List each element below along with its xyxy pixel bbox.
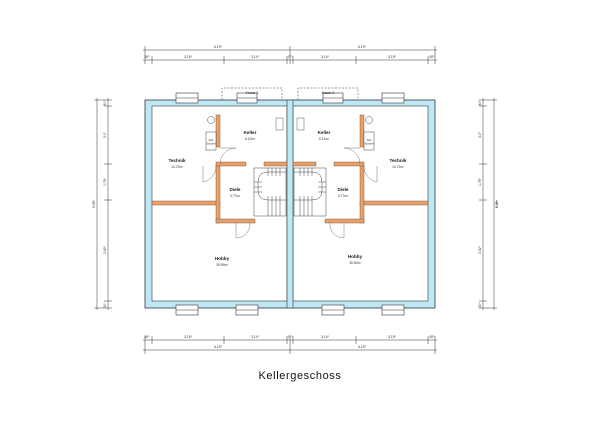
right-dimension-chain <box>479 98 497 310</box>
drawing-title: Kellergeschoss <box>258 370 342 382</box>
room-diele-1-name: Diele <box>230 187 241 192</box>
top-dimension-chain <box>143 46 437 64</box>
bottom-dim-total-1: 6.19⁵ <box>214 345 223 349</box>
wa-sockel-label-1-line-2: Sockel <box>206 142 215 146</box>
room-hobby-2-name: Hobby <box>348 254 363 259</box>
left-dim-part-5: 30⁵ <box>103 302 107 308</box>
staircase-house-2 <box>293 167 327 217</box>
top-dim-part-1: 30⁵ <box>144 55 150 59</box>
room-keller-2-name: Keller <box>318 130 331 135</box>
room-technik-2-area: 14.72m² <box>392 165 404 169</box>
bottom-dim-part-5: 3.14⁵ <box>321 335 330 339</box>
right-dim-part-5: 30⁵ <box>478 302 482 308</box>
power-box-icons <box>275 117 305 131</box>
right-dim-part-3: 1.76⁵ <box>478 177 482 186</box>
right-dim-part-4: 3.62⁵ <box>478 245 482 254</box>
boiler-2-icon <box>365 116 373 124</box>
wa-sockel-label-2-line-2: Sockel <box>364 142 373 146</box>
house-1-label: Haus 1 <box>246 90 259 95</box>
bottom-dim-part-6: 3.15⁵ <box>388 335 397 339</box>
bottom-dim-part-2: 3.15⁵ <box>184 335 193 339</box>
bottom-dim-part-7: 30⁵ <box>429 335 435 339</box>
room-hobby-1-area: 35.90m² <box>216 263 228 267</box>
left-dim-part-3: 1.76⁵ <box>103 177 107 186</box>
windows <box>175 92 405 316</box>
left-dim-part-4: 3.62⁵ <box>103 245 107 254</box>
door-swings <box>202 147 378 239</box>
bottom-dimension-chain <box>143 336 437 354</box>
top-dim-total-1: 6.19⁵ <box>214 45 223 49</box>
right-dim-total: 9.99⁵ <box>495 200 499 209</box>
top-dim-part-2: 3.15⁵ <box>184 55 193 59</box>
wa-sockel-1 <box>205 131 217 151</box>
interior-walls <box>151 114 429 224</box>
room-keller-1-area: 8.12m² <box>245 137 255 141</box>
technik-fixtures <box>205 116 375 151</box>
room-technik-2-name: Technik <box>389 158 406 163</box>
bottom-dim-part-4: 17⁵ <box>287 335 293 339</box>
right-dim-part-1: 30⁵ <box>478 100 482 106</box>
boiler-1-icon <box>207 116 215 124</box>
right-dim-part-2: 3.1⁰ <box>478 131 482 138</box>
room-hobby-1-name: Hobby <box>215 256 230 261</box>
left-dim-part-1: 30⁵ <box>103 100 107 106</box>
left-dim-part-2: 3.1⁰ <box>103 131 107 138</box>
room-technik-1-area: 14.72m² <box>171 165 183 169</box>
entrance-outlines <box>221 87 359 100</box>
top-dim-part-7: 30⁵ <box>429 55 435 59</box>
wa-sockel-line-1: WA <box>209 138 214 142</box>
room-diele-2-name: Diele <box>338 187 349 192</box>
left-dimension-chain <box>94 98 112 310</box>
top-dim-part-6: 3.15⁵ <box>388 55 397 59</box>
room-hobby-2-area: 35.90m² <box>349 261 361 265</box>
top-dim-part-4: 17⁵ <box>287 55 293 59</box>
room-diele-1-area: 3.77m² <box>230 194 240 198</box>
room-keller-2-area: 8.12m² <box>319 137 329 141</box>
wa-sockel-line-2: WA <box>367 138 372 142</box>
bottom-dim-total-2: 6.19⁵ <box>358 345 367 349</box>
top-dim-part-3: 3.14⁵ <box>251 55 260 59</box>
top-dim-part-5: 3.14⁵ <box>321 55 330 59</box>
left-dim-total: 9.99⁵ <box>92 199 96 208</box>
room-keller-1-name: Keller <box>244 130 257 135</box>
house-2-label: Haus 2 <box>322 90 335 95</box>
bottom-dim-part-1: 30⁵ <box>144 335 150 339</box>
top-dim-total-2: 6.19⁵ <box>358 45 367 49</box>
wa-sockel-2 <box>363 131 375 151</box>
room-technik-1-name: Technik <box>168 158 185 163</box>
staircase-house-1 <box>253 167 287 217</box>
bottom-dim-part-3: 3.14⁵ <box>251 335 260 339</box>
room-diele-2-area: 3.77m² <box>338 194 348 198</box>
